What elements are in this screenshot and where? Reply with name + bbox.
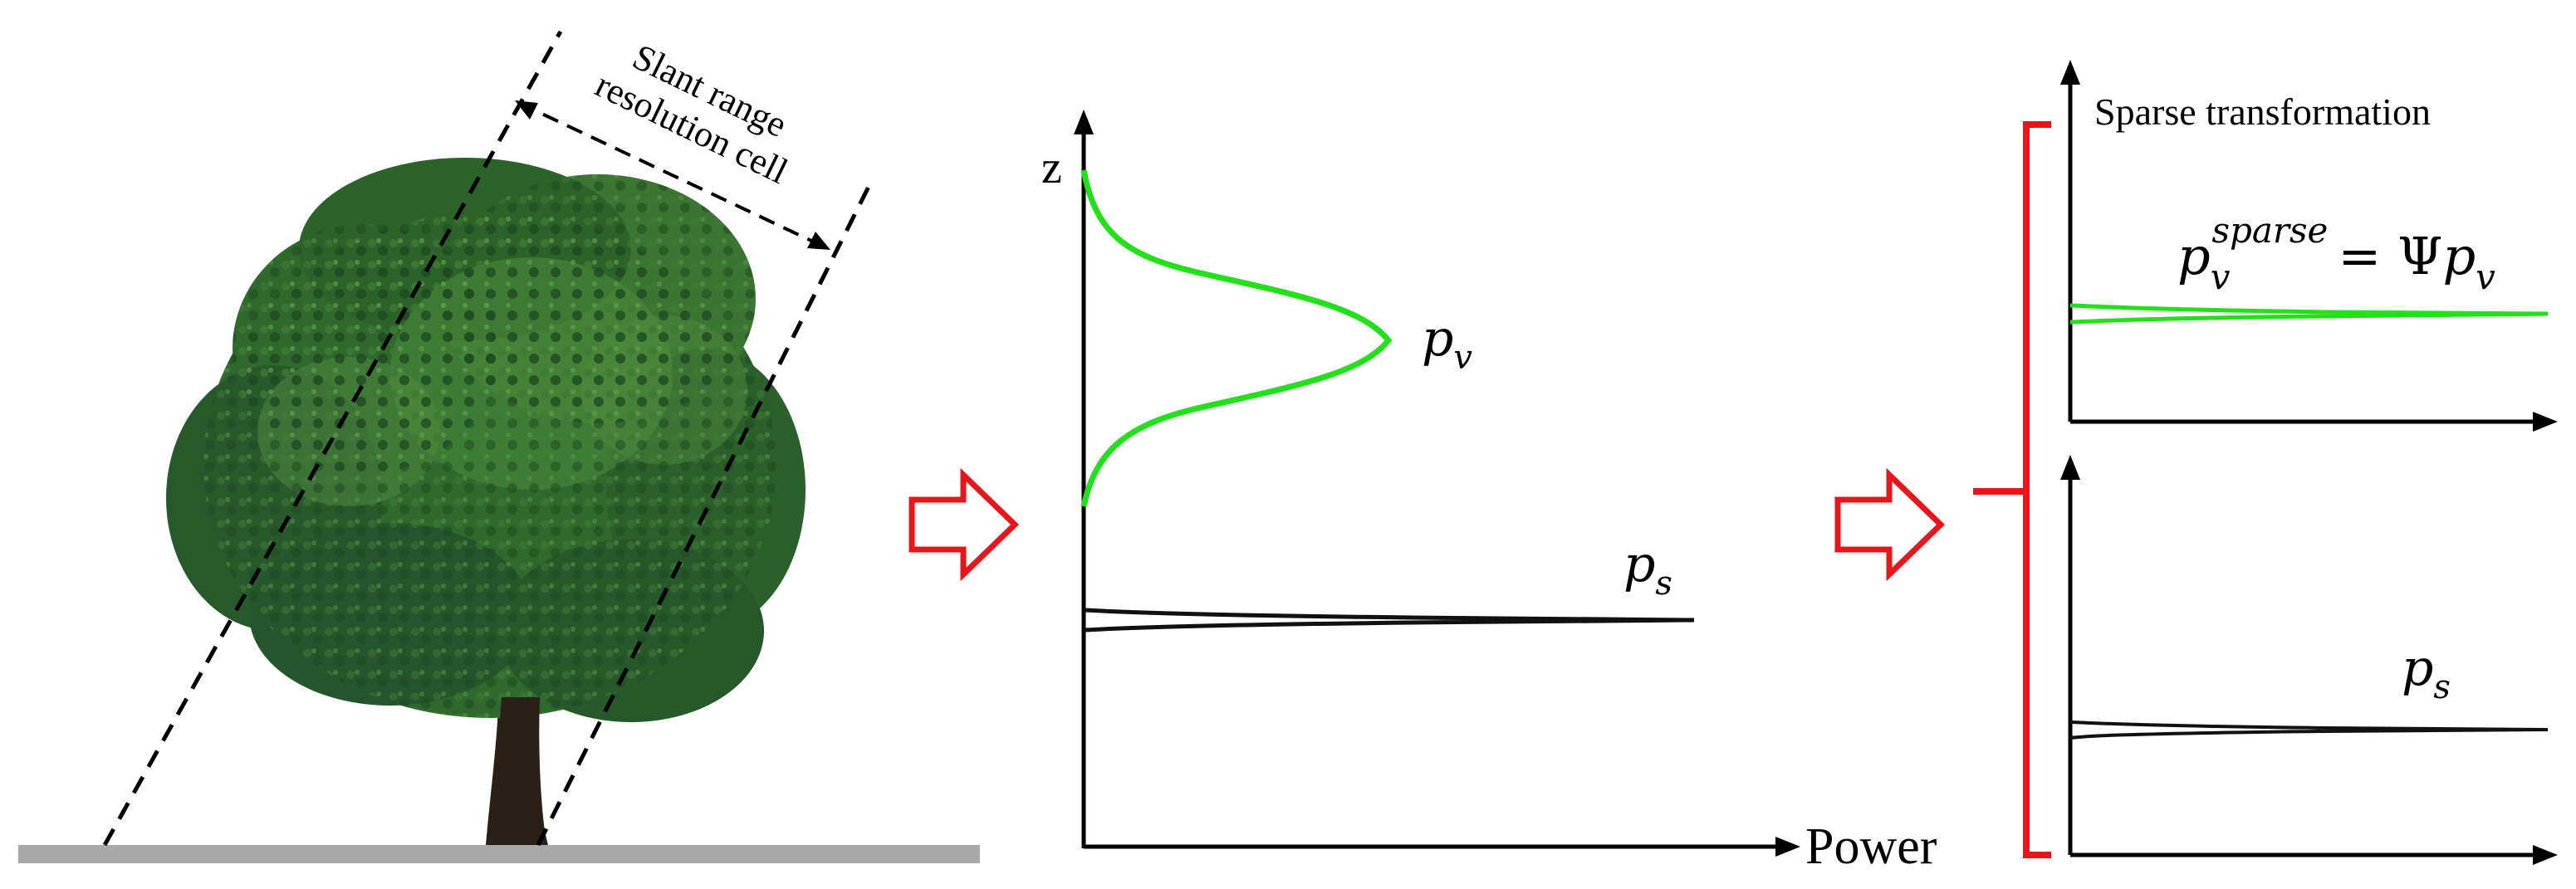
cell-width-arrowhead-start	[515, 100, 538, 120]
ground-profile-spike	[1083, 608, 1695, 633]
sparse-ground-label: ps	[2402, 639, 2451, 706]
grouping-bracket	[1973, 121, 2051, 858]
z-axis-arrowhead	[1074, 110, 1094, 134]
sparse-transformation-title: Sparse transformation	[2094, 90, 2431, 133]
cell-width-arrowhead-end	[807, 232, 830, 250]
cell-width-arrow	[518, 101, 826, 249]
sparse-vegetation-spike	[2069, 303, 2549, 325]
power-axis-arrowhead	[1775, 837, 1800, 857]
tree-trunk-lower	[492, 697, 546, 845]
sparse-panel-bottom-y-arrowhead	[2060, 455, 2080, 480]
power-axis-label: Power	[1805, 818, 1937, 875]
flow-arrow-1	[908, 467, 1020, 582]
cell-boundary-left	[102, 30, 563, 847]
sparse-panel-bottom-x-arrowhead	[2533, 845, 2558, 865]
cell-boundary-right	[536, 185, 871, 847]
flow-arrow-2	[1834, 467, 1946, 582]
z-axis-label: z	[1041, 142, 1062, 193]
tree-scene: Slant range resolution cell	[18, 30, 980, 863]
sparse-ground-spike	[2069, 720, 2549, 740]
sparse-panel-top-y-arrowhead	[2060, 60, 2080, 85]
vegetation-profile-curve	[1080, 169, 1393, 507]
sparse-vegetation-panel: Sparse transformation pvsparse= Ψpv	[2060, 60, 2558, 432]
vertical-profile-plot: z Power pv ps	[1041, 110, 1937, 875]
vegetation-profile-label: pv	[1422, 310, 1472, 377]
ground-profile-label: ps	[1623, 535, 1672, 603]
sparse-ground-panel: ps	[2060, 455, 2558, 865]
tree-foliage	[166, 158, 806, 722]
tree-illustration	[166, 158, 806, 845]
sparse-equation: pvsparse= Ψpv	[2177, 210, 2495, 297]
sparse-panel-top-x-arrowhead	[2533, 412, 2558, 432]
ground-bar	[18, 845, 980, 863]
